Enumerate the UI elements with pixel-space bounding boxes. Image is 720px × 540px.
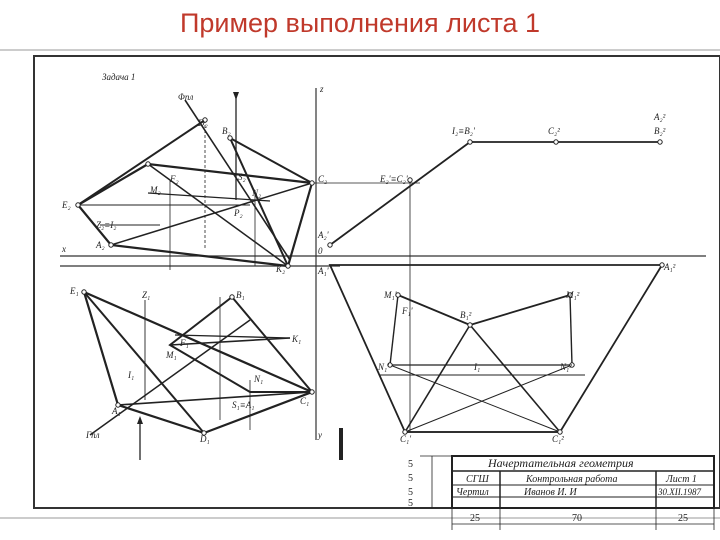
label-r-f1: F₁' [401,306,414,316]
arrow-mark-lower [137,416,143,424]
label-r-c1: C₁' [400,434,412,444]
label-r-a2p: A₂' [317,230,330,240]
axis-x-label: x [61,244,66,254]
label-s2: S₂ [238,172,246,182]
label-r-n1s: N₁² [559,362,572,372]
label-r-m1s: M₁² [565,290,580,300]
axes [60,88,706,440]
label-m1: M₁ [165,350,177,360]
row-height-1: 5 [408,459,413,470]
label-p2: P₂ [233,208,243,218]
horizontal-projection [82,290,315,460]
label-c2: C₂ [318,174,327,184]
row-height-3: 5 [408,487,413,498]
label-z2i2: Z₂≡I₂ [96,220,116,230]
label-c1: C₁ [300,396,309,406]
label-r-m1: M₁' [383,290,398,300]
label-k1: K₁ [291,334,301,344]
label-i1: I₁ [127,370,134,380]
title-block-name: Иванов И. И [523,487,578,498]
label-r-c2: C₂² [548,126,560,136]
axis-y-label: y [317,430,322,440]
label-r-a2: A₂² [653,112,666,122]
label-r-i: I₂≡B₂' [451,126,476,136]
label-n2: N₂ [251,188,261,198]
label-a1: A₁ [111,406,121,416]
label-s1a1: S₁≡A₁ [232,400,254,410]
title-block-work: Контрольная работа [525,474,617,485]
title-block-role: Чертил [456,487,489,498]
label-r-b2: B₂² [654,126,666,136]
slide-title: Пример выполнения листа 1 [179,8,541,38]
label-b2: B₂ [222,126,231,136]
origin-label: 0 [318,246,323,256]
task-label: Задача 1 [102,72,135,82]
title-block-org: СГШ [466,474,489,485]
label-a2: A₂ [95,240,105,250]
label-r-i1: I₁ [473,362,480,372]
label-r-a1s: A₁² [663,262,676,272]
label-e1: E₁ [69,286,79,296]
title-block-date: 30.XII.1987 [657,487,701,497]
dim-25-right: 25 [678,513,688,524]
label-r-c1s: C₁² [552,434,564,444]
dim-25-left: 25 [470,513,480,524]
frontal-projection [76,92,420,270]
label-d2: D₂ [197,118,208,128]
label-phi: Φпл [178,92,193,102]
label-r-b1: B₁² [460,310,472,320]
auxiliary-projection [328,141,664,433]
label-b1: B₁ [236,290,245,300]
label-r-a1p: A₁' [317,266,330,276]
label-n1: N₁ [253,374,263,384]
axis-z-label: z [319,84,324,94]
label-r-e2c2: E₂'≡C₂' [379,174,409,184]
dim-70: 70 [572,513,582,524]
label-f1: F₁ [179,338,189,348]
label-gamma: Гпл [85,430,100,440]
points [75,117,665,436]
row-height-2: 5 [408,473,413,484]
title-block-title: Начертательная геометрия [487,456,634,470]
drawing-frame [33,55,720,509]
label-f2: F₂ [169,174,179,184]
arrow-mark [233,92,239,100]
label-d1: D₁ [199,434,210,444]
label-z1: Z₁ [142,290,150,300]
title-block [420,455,715,530]
label-k2: K₂ [275,264,285,274]
label-r-n1: N₁' [377,362,390,372]
title-block-sheet: Лист 1 [665,474,697,485]
row-height-4: 5 [408,498,413,509]
label-m2: M₂ [149,185,161,195]
thick-mark [339,428,343,460]
label-e2: E₂ [61,200,71,210]
